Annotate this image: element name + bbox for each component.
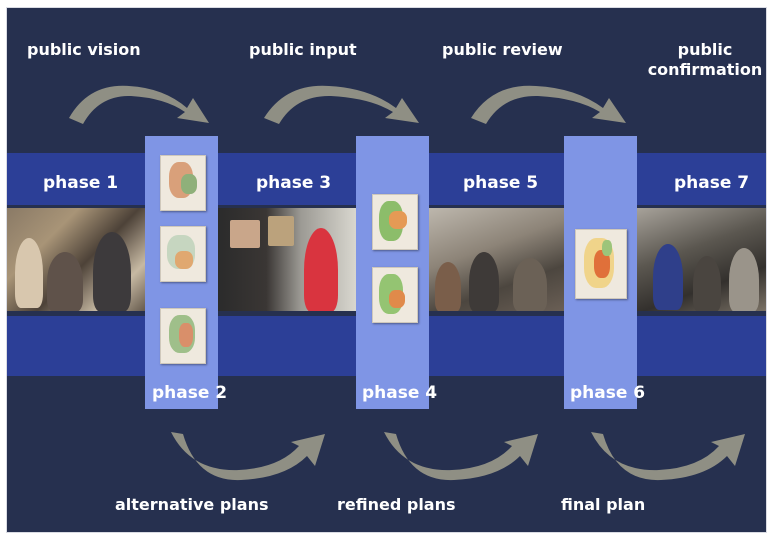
curved-arrow-icon [171, 432, 325, 481]
label-refined-plans: refined plans [337, 495, 456, 514]
phase-6-label: phase 6 [570, 383, 646, 403]
plan-thumbnail [372, 194, 418, 250]
plan-thumbnail [160, 226, 206, 282]
phase-7-label: phase 7 [674, 173, 750, 193]
curved-arrow-icon [471, 85, 626, 124]
label-public-confirmation: public confirmation [647, 40, 763, 80]
label-public-confirmation-line1: public [677, 40, 733, 59]
label-final-plan: final plan [561, 495, 646, 514]
curved-arrow-icon [591, 432, 745, 481]
plan-thumbnail [160, 308, 206, 364]
phase-1-label: phase 1 [43, 173, 119, 193]
curved-arrow-icon [264, 85, 419, 124]
phase-5-label: phase 5 [463, 173, 539, 193]
phase-4-label: phase 4 [362, 383, 438, 403]
plan-thumbnail [160, 155, 206, 211]
phase-5-photo [429, 208, 564, 311]
curved-arrow-icon [69, 85, 209, 124]
plan-thumbnail [372, 267, 418, 323]
label-public-confirmation-line2: confirmation [647, 60, 763, 79]
label-public-review: public review [442, 40, 563, 59]
label-public-vision: public vision [27, 40, 141, 59]
label-public-input: public input [249, 40, 357, 59]
curved-arrow-icon [384, 432, 538, 481]
phase-3-photo [218, 208, 356, 311]
plan-thumbnail [575, 229, 627, 299]
phase-3-label: phase 3 [256, 173, 332, 193]
phase-2-label: phase 2 [152, 383, 228, 403]
process-diagram: public vision public input public review… [6, 7, 767, 533]
phase-1-photo [7, 208, 145, 311]
phase-7-photo [637, 208, 766, 311]
label-alternative-plans: alternative plans [115, 495, 269, 514]
